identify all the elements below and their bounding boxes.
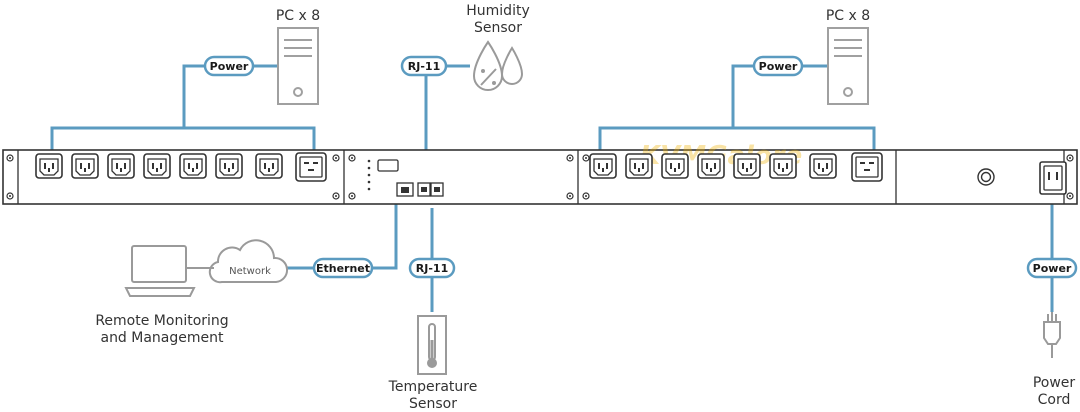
outlet-icon bbox=[697, 153, 725, 179]
pdu-chassis: KVMGalore bbox=[2, 141, 1078, 205]
temperature-label-line2: Sensor bbox=[409, 396, 457, 412]
outlet-icon bbox=[295, 152, 327, 182]
plug-icon bbox=[1043, 312, 1061, 358]
outlet-icon bbox=[769, 153, 797, 179]
temperature-label-line1: Temperature bbox=[388, 379, 478, 395]
outlet-icon bbox=[851, 152, 883, 182]
cable-power-left-bus bbox=[50, 126, 316, 150]
outlet-icon bbox=[733, 153, 761, 179]
pill-rj11-bottom: RJ-11 bbox=[408, 257, 456, 279]
outlet-icon bbox=[809, 153, 837, 179]
outlet-icon bbox=[255, 153, 283, 179]
breaker-icon bbox=[977, 168, 995, 186]
outlet-icon bbox=[71, 153, 99, 179]
pc-right-label: PC x 8 bbox=[826, 8, 870, 24]
droplets-icon bbox=[472, 40, 524, 91]
laptop-icon bbox=[124, 245, 196, 297]
power-cord-label-line2: Cord bbox=[1038, 392, 1071, 408]
cable-power-right-bus bbox=[598, 126, 876, 150]
svg-text:Power: Power bbox=[210, 60, 249, 73]
outlet-icon bbox=[179, 153, 207, 179]
power-inlet-icon bbox=[1039, 161, 1067, 195]
humidity-label-line2: Sensor bbox=[474, 20, 522, 36]
humidity-label-line1: Humidity bbox=[466, 3, 529, 19]
cable-ethernet bbox=[287, 198, 398, 270]
control-module bbox=[367, 159, 444, 197]
outlet-icon bbox=[589, 153, 617, 179]
svg-text:RJ-11: RJ-11 bbox=[408, 60, 440, 73]
remote-label-line1: Remote Monitoring bbox=[95, 313, 228, 329]
outlet-icon bbox=[107, 153, 135, 179]
pill-power-right: Power bbox=[752, 55, 804, 77]
pc-tower-icon-left bbox=[277, 27, 319, 105]
svg-text:RJ-11: RJ-11 bbox=[416, 262, 448, 275]
outlet-icon bbox=[625, 153, 653, 179]
pill-power-cord: Power bbox=[1026, 257, 1078, 279]
pc-tower-icon-right bbox=[827, 27, 869, 105]
power-cord-label-line1: Power bbox=[1033, 375, 1076, 391]
cloud-icon: Network bbox=[208, 239, 288, 284]
thermometer-icon bbox=[417, 315, 447, 375]
outlet-icon bbox=[143, 153, 171, 179]
outlet-icon bbox=[35, 153, 63, 179]
svg-text:Power: Power bbox=[1033, 262, 1072, 275]
display-icon bbox=[377, 159, 399, 172]
outlet-icon bbox=[215, 153, 243, 179]
outlet-icon bbox=[661, 153, 689, 179]
outlet-bank-left bbox=[35, 152, 327, 182]
pill-ethernet: Ethernet bbox=[312, 257, 374, 279]
svg-text:Ethernet: Ethernet bbox=[316, 262, 370, 275]
remote-label-line2: and Management bbox=[100, 330, 224, 346]
pill-rj11-top: RJ-11 bbox=[400, 55, 448, 77]
svg-text:Power: Power bbox=[759, 60, 798, 73]
pc-left-label: PC x 8 bbox=[276, 8, 320, 24]
network-label: Network bbox=[229, 266, 271, 277]
pill-power-left: Power bbox=[203, 55, 255, 77]
